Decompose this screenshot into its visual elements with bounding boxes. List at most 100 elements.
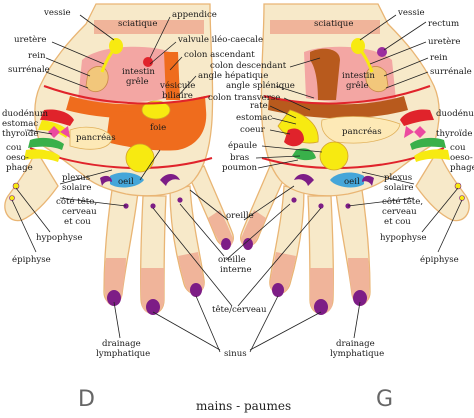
- right-thumb-hypophyse: [454, 182, 462, 190]
- label-vessie-left: vessie: [43, 8, 71, 18]
- left-sinus-middle: [146, 299, 160, 315]
- right-sinus-little: [243, 238, 253, 250]
- label-drainage-right-2: lymphatique: [330, 349, 384, 359]
- label-rectum: rectum: [428, 19, 459, 29]
- right-lung-arm: [292, 148, 316, 161]
- label-oeil-right: oeil: [344, 177, 360, 187]
- right-head-dot-ring: [291, 197, 297, 203]
- right-ear-crescent: [294, 174, 314, 186]
- left-thumb-hypophyse: [12, 182, 20, 190]
- left-bladder: [109, 38, 123, 54]
- label-vesicule-2: biliaire: [162, 91, 193, 101]
- label-cou-left-1: cou: [6, 143, 22, 153]
- label-cou-right-1: cou: [450, 143, 466, 153]
- right-thumb-epiphyse: [459, 195, 465, 201]
- label-rein-right: rein: [430, 53, 448, 63]
- diagram-caption: mains - paumes: [196, 399, 291, 413]
- left-eye: [110, 172, 144, 188]
- label-hypophyse-left: hypophyse: [36, 233, 82, 243]
- left-sinus-index: [107, 290, 121, 306]
- label-pancreas-left: pancréas: [76, 132, 116, 143]
- label-oreille-interne-1: oreille: [218, 255, 246, 265]
- label-cou-left-3: phage: [6, 163, 33, 173]
- label-colon-ascendant: colon ascendant: [184, 50, 255, 60]
- right-pancreas: [321, 116, 401, 144]
- label-intestin-left-2: grêle: [126, 76, 149, 87]
- label-cou-right-2: oeso-: [450, 153, 473, 163]
- right-eye: [330, 172, 364, 188]
- right-neck-esophagus-yellow: [414, 149, 450, 162]
- label-poumon: poumon: [222, 163, 258, 173]
- right-thumb: [415, 148, 470, 222]
- left-head-dot-middle: [150, 203, 156, 209]
- label-intestin-right-2: grêle: [346, 80, 369, 91]
- right-duodenum: [400, 109, 434, 126]
- label-thyroide-right: thyroïde: [436, 129, 472, 139]
- label-cou-right-3: phage: [450, 163, 474, 173]
- right-sinus-middle: [314, 299, 328, 315]
- label-appendice: appendice: [172, 10, 217, 20]
- label-epaule: épaule: [228, 140, 257, 151]
- label-sciatique-right: sciatique: [314, 19, 353, 29]
- label-sinus: sinus: [224, 349, 247, 359]
- left-sciatica-band: [94, 20, 204, 34]
- label-tete-cerveau: tête/cerveau: [212, 304, 267, 315]
- right-shoulder-circle: [319, 141, 349, 171]
- label-colon-descendant: colon descendant: [210, 61, 287, 71]
- label-angle-splenique: angle splénique: [226, 80, 295, 91]
- left-thumb: [4, 148, 59, 222]
- label-coeur: coeur: [240, 125, 266, 135]
- label-estomac-right: estomac: [236, 113, 272, 123]
- label-uretere-left: uretère: [14, 34, 46, 45]
- label-duodenum-left: duodénum: [2, 108, 48, 119]
- right-inner-ear: [362, 175, 374, 186]
- label-surrenale-right: surrénale: [430, 66, 472, 77]
- label-plexus-left-2: solaire: [62, 183, 91, 193]
- label-cote-tete-left-2: cerveau: [62, 207, 97, 217]
- left-pancreas: [69, 126, 113, 150]
- label-oeil-left: oeil: [118, 177, 134, 187]
- label-drainage-right-1: drainage: [336, 339, 375, 349]
- label-plexus-left-1: plexus: [62, 173, 90, 183]
- label-uretere-right: uretère: [428, 36, 460, 47]
- right-colon-band: [268, 96, 408, 119]
- label-estomac-left: estomac: [2, 119, 38, 129]
- hand-letter-left: D: [78, 387, 95, 412]
- left-finger-ring-tip: [178, 252, 205, 294]
- label-colon-transverse: colon transverse: [208, 93, 280, 103]
- left-sinus-ring: [190, 283, 202, 297]
- right-rectum: [377, 47, 387, 57]
- label-drainage-left-1: drainage: [102, 339, 141, 349]
- label-valvule: valvule iléo-caecale: [177, 34, 263, 45]
- left-duodenum: [40, 109, 74, 126]
- right-kidney: [365, 66, 389, 93]
- right-red-line-waist: [263, 85, 431, 105]
- label-cote-tete-right-1: côté tête,: [382, 196, 423, 207]
- left-sinus-little: [221, 238, 231, 250]
- right-sinus-index: [353, 290, 367, 306]
- hand-letter-right: G: [376, 387, 393, 412]
- left-gallbladder: [141, 100, 171, 120]
- label-cote-tete-right-2: cerveau: [382, 207, 417, 217]
- right-heart: [284, 128, 304, 147]
- left-neck-esophagus-yellow: [24, 149, 60, 162]
- label-sciatique-left: sciatique: [118, 19, 157, 29]
- label-hypophyse-right: hypophyse: [380, 233, 426, 243]
- right-hand: [240, 3, 470, 315]
- label-angle-hepatique: angle hépatique: [198, 70, 268, 81]
- left-head-dot-ring: [177, 197, 183, 203]
- label-intestin-right-1: intestin: [342, 71, 375, 81]
- label-epiphyse-left: épiphyse: [12, 254, 51, 265]
- label-bras: bras: [230, 153, 249, 163]
- label-cote-tete-left-3: et cou: [64, 217, 91, 227]
- left-inner-ear: [100, 175, 112, 186]
- left-liver: [106, 109, 207, 151]
- label-drainage-left-2: lymphatique: [96, 349, 150, 359]
- right-head-dot-middle: [318, 203, 324, 209]
- label-rate: rate: [250, 101, 268, 111]
- label-vesicule-1: vésicule: [159, 80, 195, 91]
- labels: vessie sciatique appendice uretère valvu…: [2, 8, 474, 359]
- left-thyroid: [48, 126, 70, 138]
- left-thumb-epiphyse: [9, 195, 15, 201]
